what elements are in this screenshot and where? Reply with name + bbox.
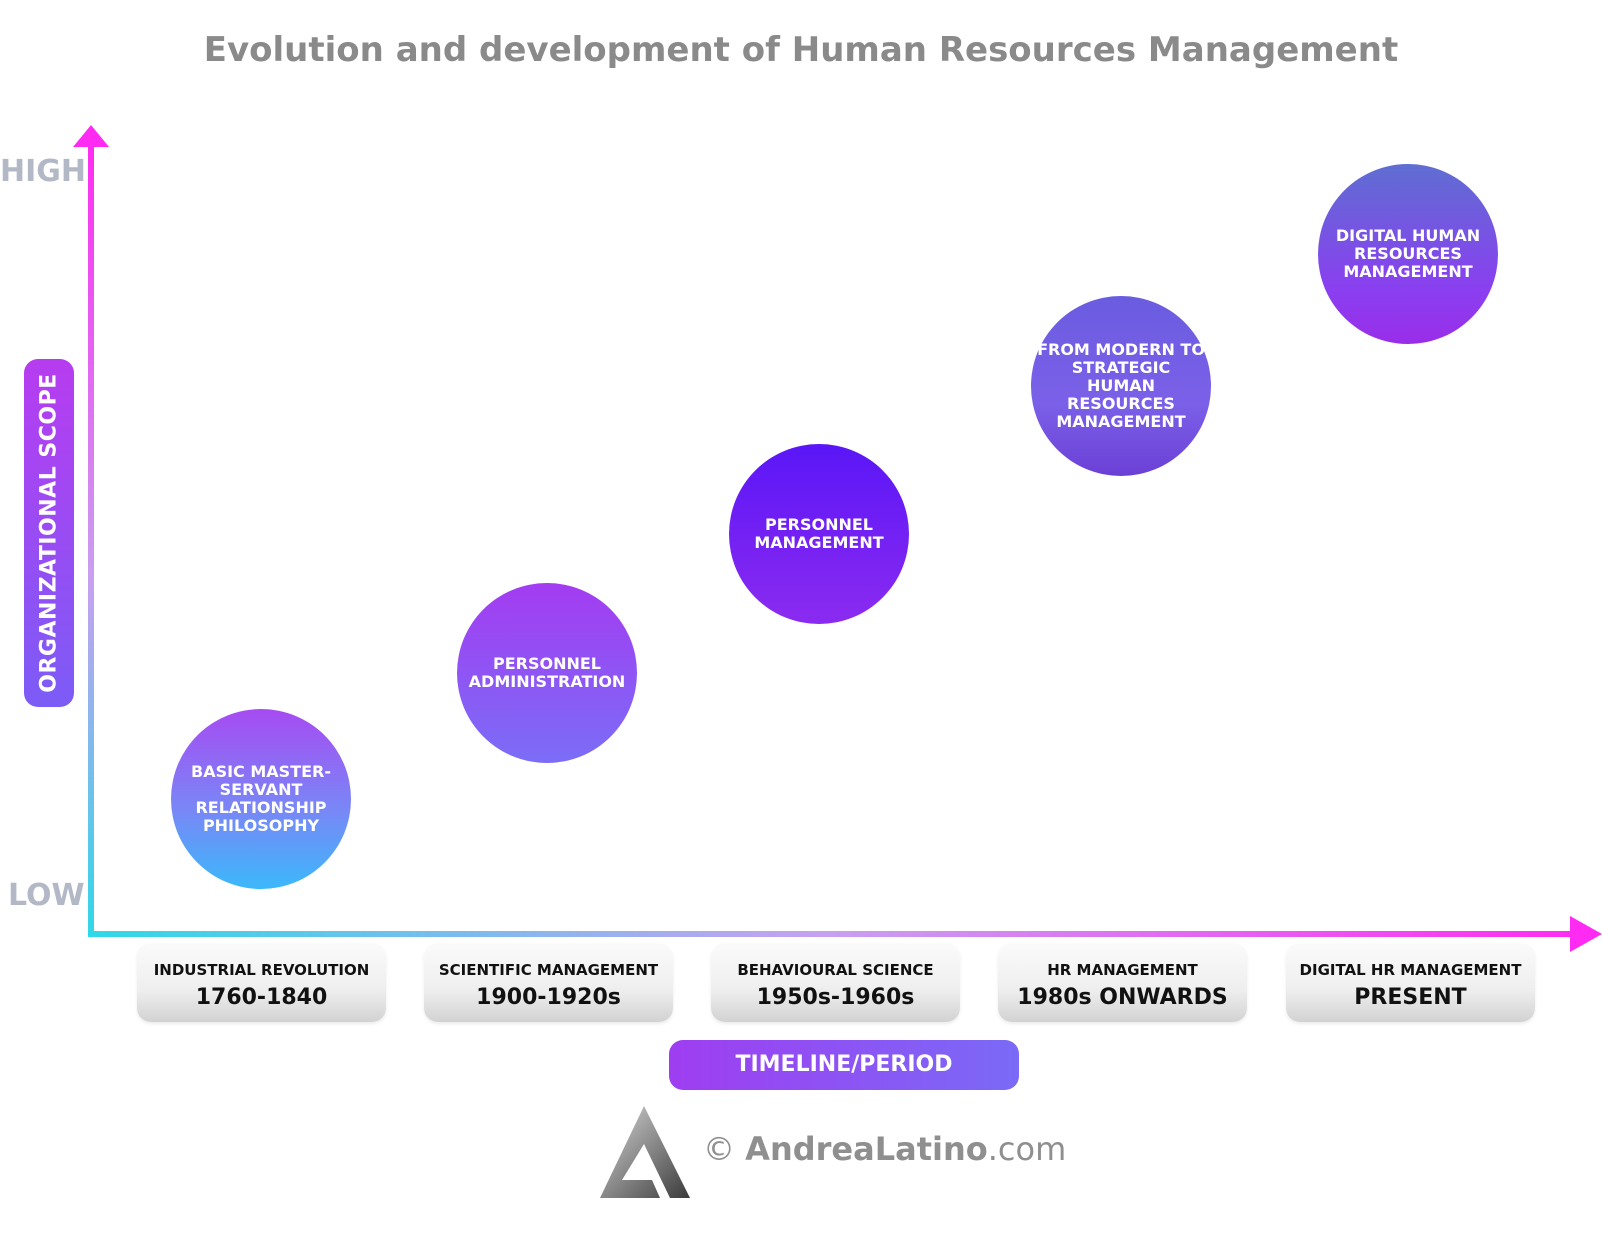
chart-title: Evolution and development of Human Resou… xyxy=(203,30,1399,70)
x-axis-line xyxy=(88,931,1576,937)
period-box-2: SCIENTIFIC MANAGEMENT 1900-1920s xyxy=(424,943,673,1022)
period-era: SCIENTIFIC MANAGEMENT xyxy=(438,961,659,979)
brand-tld: .com xyxy=(987,1130,1067,1168)
brand-name: AndreaLatino xyxy=(745,1130,988,1168)
stage-bubble-2: PERSONNEL ADMINISTRATION xyxy=(457,583,637,763)
y-axis-arrowhead xyxy=(73,125,109,147)
period-era: BEHAVIOURAL SCIENCE xyxy=(737,961,934,979)
period-era: HR MANAGEMENT xyxy=(1047,961,1198,979)
stage-bubble-4: FROM MODERN TO STRATEGIC HUMAN RESOURCES… xyxy=(1031,296,1211,476)
copyright-symbol: © xyxy=(703,1130,735,1168)
x-axis-title-pill: TIMELINE/PERIOD xyxy=(669,1040,1019,1090)
period-box-4: HR MANAGEMENT 1980s ONWARDS xyxy=(998,943,1247,1022)
stage-bubble-1: BASIC MASTER-SERVANT RELATIONSHIP PHILOS… xyxy=(171,709,351,889)
x-axis-arrowhead xyxy=(1570,916,1602,952)
y-axis-title: ORGANIZATIONAL SCOPE xyxy=(36,373,62,693)
y-axis-title-pill: ORGANIZATIONAL SCOPE xyxy=(24,359,74,707)
period-years: 1950s-1960s xyxy=(756,985,915,1010)
brand-wordmark: © AndreaLatino.com xyxy=(703,1130,1066,1168)
period-box-5: DIGITAL HR MANAGEMENT PRESENT xyxy=(1286,943,1535,1022)
period-era: DIGITAL HR MANAGEMENT xyxy=(1299,961,1522,979)
period-years: PRESENT xyxy=(1354,985,1467,1010)
period-years: 1980s ONWARDS xyxy=(1017,985,1228,1010)
period-era: INDUSTRIAL REVOLUTION xyxy=(153,961,370,979)
y-axis-low-label: LOW xyxy=(8,878,85,913)
period-box-1: INDUSTRIAL REVOLUTION 1760-1840 xyxy=(137,943,386,1022)
brand-logo-icon xyxy=(600,1106,690,1198)
stage-bubble-3: PERSONNEL MANAGEMENT xyxy=(729,444,909,624)
y-axis-line xyxy=(88,142,94,937)
period-box-3: BEHAVIOURAL SCIENCE 1950s-1960s xyxy=(711,943,960,1022)
period-years: 1900-1920s xyxy=(476,985,621,1010)
stage-bubble-5: DIGITAL HUMAN RESOURCES MANAGEMENT xyxy=(1318,164,1498,344)
period-years: 1760-1840 xyxy=(195,985,328,1010)
y-axis-high-label: HIGH xyxy=(0,154,87,189)
